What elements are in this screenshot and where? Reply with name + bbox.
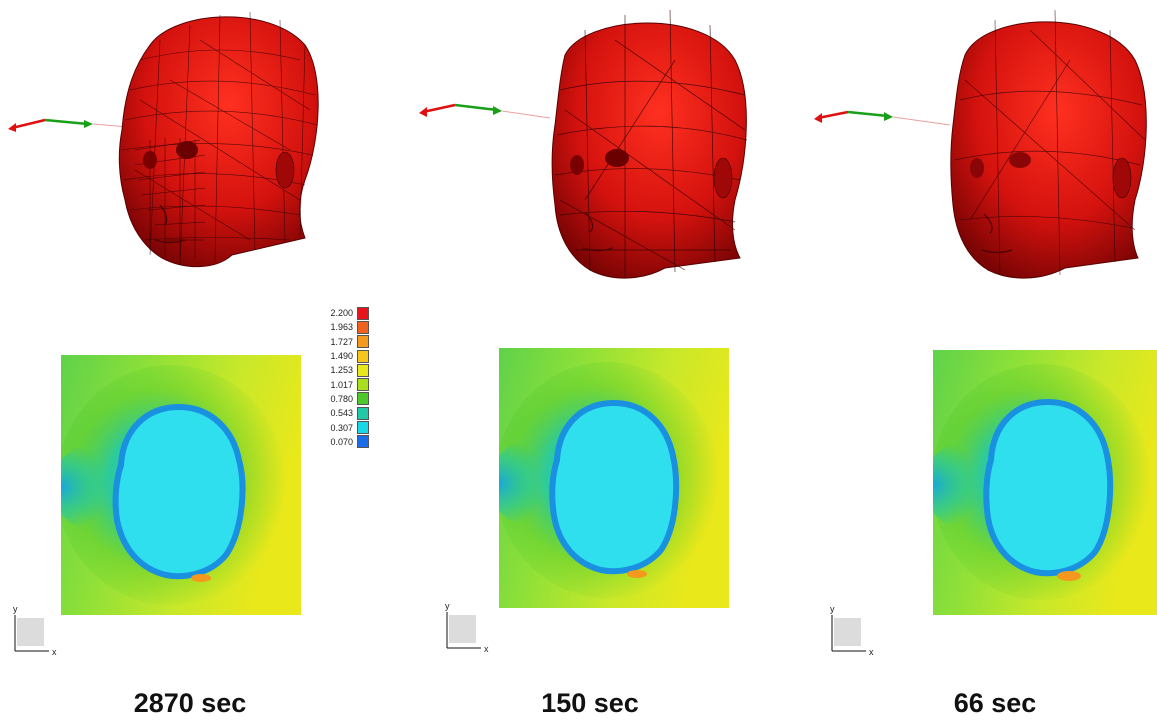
body-cross-section bbox=[983, 398, 1114, 577]
body-cross-section bbox=[112, 403, 246, 580]
colorbar-value-label: 1.490 bbox=[330, 351, 353, 362]
colorbar-value-label: 1.727 bbox=[330, 336, 353, 347]
colorbar-entry: 1.963 bbox=[313, 320, 373, 334]
colorbar-swatch bbox=[357, 406, 369, 420]
panel-66: y x 66 sec bbox=[770, 0, 1157, 721]
vector-green-arrow bbox=[847, 110, 889, 118]
vector-green-arrow bbox=[44, 118, 89, 126]
colorbar-entry: 1.017 bbox=[313, 377, 373, 392]
colorbar-entry: 2.200 bbox=[313, 306, 373, 320]
triad-y-label: y bbox=[445, 601, 450, 611]
colorbar-legend: 2.200 1.963 1.727 1.490 1.253 1.017 0.780 0.543… bbox=[313, 306, 373, 449]
triad-x-label: x bbox=[484, 644, 489, 654]
colorbar-entry: 0.070 bbox=[313, 435, 373, 449]
contour-field-1 bbox=[61, 355, 301, 615]
colorbar-entry: 0.307 bbox=[313, 420, 373, 435]
time-label-66: 66 sec bbox=[953, 688, 1037, 718]
head-silhouette bbox=[950, 21, 1147, 279]
panel-150: y x 150 sec bbox=[385, 0, 770, 721]
vector-red-arrowhead bbox=[8, 123, 16, 132]
axis-triad-2: y x bbox=[445, 601, 489, 654]
triad-y-label: y bbox=[830, 604, 835, 614]
colorbar-swatch bbox=[357, 363, 369, 377]
head-mesh-coarse bbox=[814, 9, 1147, 279]
colorbar-value-label: 0.070 bbox=[330, 436, 353, 447]
contour-field-3 bbox=[933, 350, 1157, 615]
vector-green-arrowhead bbox=[84, 120, 93, 128]
colorbar-swatch bbox=[357, 349, 369, 363]
head-silhouette bbox=[118, 16, 319, 268]
colorbar-swatch bbox=[357, 335, 369, 349]
colorbar-value-label: 1.253 bbox=[330, 365, 353, 376]
colorbar-entry: 0.780 bbox=[313, 392, 373, 406]
triad-y-label: y bbox=[13, 604, 18, 614]
vector-red-arrow bbox=[422, 103, 456, 114]
colorbar-swatch bbox=[357, 435, 369, 449]
colorbar-value-label: 0.307 bbox=[330, 422, 353, 433]
colorbar-entry: 0.543 bbox=[313, 406, 373, 420]
time-label-150: 150 sec bbox=[541, 688, 639, 718]
axis-triad-3: y x bbox=[830, 604, 874, 657]
colorbar-swatch bbox=[357, 421, 369, 435]
colorbar-entry: 1.727 bbox=[313, 335, 373, 349]
colorbar-value-label: 0.543 bbox=[330, 408, 353, 419]
panel-2870: y x 2.200 1.963 1.727 1.490 1.253 1.017 0.780 0… bbox=[0, 0, 385, 721]
colorbar-entry: 1.490 bbox=[313, 349, 373, 363]
colorbar-swatch bbox=[357, 320, 369, 334]
triad-x-label: x bbox=[52, 647, 57, 657]
colorbar-swatch bbox=[357, 378, 369, 392]
vector-green-arrow bbox=[454, 103, 498, 112]
contour-field-2 bbox=[499, 348, 729, 608]
vector-red-arrow bbox=[11, 118, 46, 130]
colorbar-value-label: 1.017 bbox=[330, 379, 353, 390]
vector-red-arrow bbox=[817, 110, 849, 120]
colorbar-value-label: 0.780 bbox=[330, 393, 353, 404]
head-mesh-fine bbox=[8, 11, 319, 268]
colorbar-entry: 1.253 bbox=[313, 363, 373, 377]
colorbar-value-label: 2.200 bbox=[330, 308, 353, 319]
colorbar-swatch bbox=[357, 392, 369, 406]
time-label-2870: 2870 sec bbox=[133, 688, 247, 718]
colorbar-value-label: 1.963 bbox=[330, 322, 353, 333]
triad-x-label: x bbox=[869, 647, 874, 657]
body-cross-section bbox=[549, 399, 680, 575]
head-mesh-medium bbox=[419, 9, 748, 279]
colorbar-swatch bbox=[357, 306, 369, 320]
axis-triad-1: y x bbox=[13, 604, 57, 657]
head-silhouette bbox=[551, 22, 747, 279]
